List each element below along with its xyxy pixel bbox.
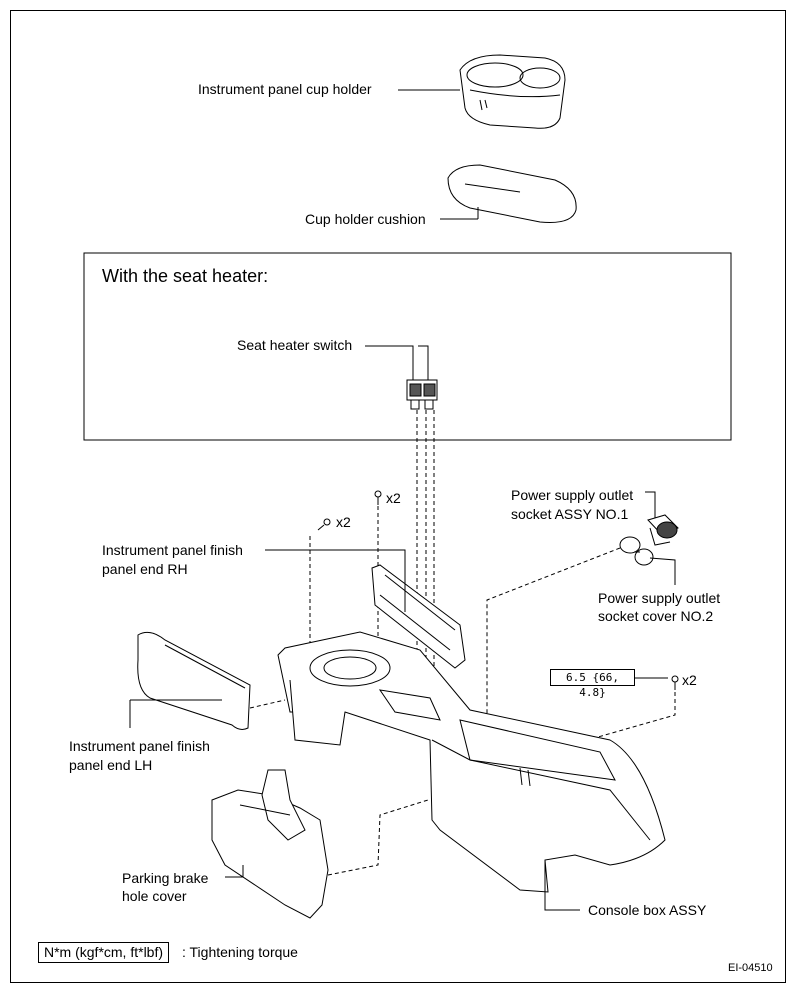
label-console-box: Console box ASSY (588, 902, 707, 918)
diagram-frame (10, 10, 786, 983)
label-power-outlet-1-line2: socket ASSY NO.1 (511, 506, 629, 522)
seat-heater-box (83, 252, 732, 441)
torque-spec-box: 6.5 {66, 4.8} (550, 669, 635, 699)
label-qty-left-screw: x2 (336, 514, 351, 530)
label-seat-heater-switch: Seat heater switch (237, 337, 353, 353)
finish-panel-rh-part (371, 564, 466, 669)
parking-brake-cover-part (211, 769, 329, 919)
screw-right (671, 675, 679, 690)
leader-cover-2 (649, 557, 676, 585)
label-finish-lh-line2: panel end LH (69, 757, 153, 773)
screw-left (317, 518, 331, 531)
leader-rh (265, 549, 406, 612)
seat-heater-switch-part (406, 379, 438, 410)
torque-legend-unit: N*m (kgf*cm, ft*lbf) (38, 942, 170, 963)
label-power-cover-2-line1: Power supply outlet (598, 590, 721, 606)
leader-lh (129, 699, 222, 728)
power-outlet-1-part (647, 514, 679, 546)
leader-outlet-1 (645, 491, 656, 518)
label-parking-line1: Parking brake (122, 870, 209, 886)
power-cover-2-part (619, 536, 654, 566)
leader-console (544, 860, 580, 911)
label-finish-lh-line1: Instrument panel finish (69, 738, 210, 754)
label-power-outlet-1-line1: Power supply outlet (511, 487, 634, 503)
cup-holder-cushion-part (447, 164, 577, 223)
label-finish-rh-line1: Instrument panel finish (102, 542, 243, 558)
label-power-cover-2-line2: socket cover NO.2 (598, 608, 714, 624)
label-qty-right-screw: x2 (682, 672, 697, 688)
label-parking-line2: hole cover (122, 888, 187, 904)
label-cup-cushion: Cup holder cushion (305, 211, 426, 227)
figure-code: EI-04510 (728, 962, 773, 974)
finish-panel-lh-part (137, 631, 251, 730)
cup-holder-part (459, 54, 566, 129)
torque-legend-text: : Tightening torque (182, 944, 298, 960)
label-qty-top-screw: x2 (386, 490, 401, 506)
label-finish-rh-line2: panel end RH (102, 561, 188, 577)
console-box-part (277, 631, 666, 893)
screw-top (374, 490, 382, 505)
label-cup-holder: Instrument panel cup holder (198, 81, 372, 97)
leader-parking (225, 865, 244, 878)
seat-heater-box-title: With the seat heater: (102, 266, 269, 286)
leader-seat-heater (365, 345, 429, 380)
